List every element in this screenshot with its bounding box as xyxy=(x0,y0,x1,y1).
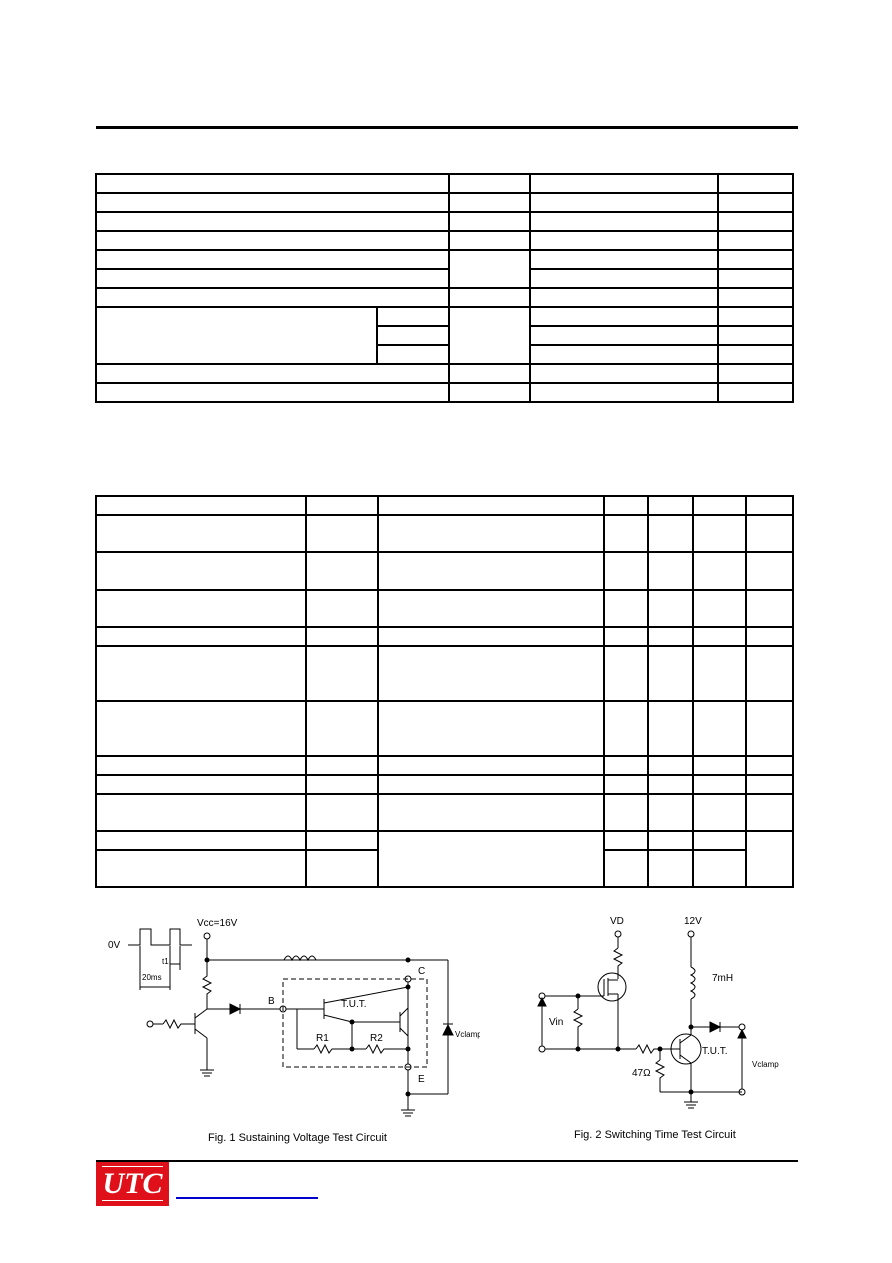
logo-stripe xyxy=(102,1166,163,1167)
table-row xyxy=(95,514,794,553)
fig1-label-width: 20ms xyxy=(142,973,162,982)
characteristics-table xyxy=(95,495,794,888)
fig1-label-vclamp: Vclamp xyxy=(455,1030,480,1039)
table-row xyxy=(95,230,794,251)
table-row xyxy=(95,700,794,757)
figure-1: 0V Vcc=16V t1 20ms B C E T.U.T. R1 R2 Vc… xyxy=(100,912,482,1152)
logo-stripe xyxy=(102,1200,163,1201)
table-row xyxy=(95,849,793,888)
table-row xyxy=(95,793,794,832)
table-row xyxy=(95,382,794,403)
fig2-label-inductor: 7mH xyxy=(712,973,733,984)
fig1-label-r1: R1 xyxy=(316,1033,329,1044)
fig2-label-tut: T.U.T. xyxy=(702,1046,728,1057)
table-row xyxy=(95,645,794,702)
table-row xyxy=(95,551,794,591)
table-row xyxy=(95,173,794,194)
table-row xyxy=(95,830,794,888)
table-row xyxy=(95,192,794,213)
header-rule xyxy=(96,126,798,129)
fig1-label-vcc: Vcc=16V xyxy=(197,918,238,929)
table-row xyxy=(95,306,794,365)
figure-1-caption: Fig. 1 Sustaining Voltage Test Circuit xyxy=(208,1132,387,1144)
fig1-label-b: B xyxy=(268,996,275,1007)
fig1-label-e: E xyxy=(418,1074,425,1085)
fig2-label-vin: Vin xyxy=(549,1017,563,1028)
table-row xyxy=(95,626,794,647)
table-row xyxy=(95,495,794,516)
logo-text: UTC xyxy=(102,1167,163,1200)
table-row xyxy=(95,211,794,232)
fig1-label-r2: R2 xyxy=(370,1033,383,1044)
utc-logo: UTC xyxy=(96,1162,169,1206)
switching-time-circuit: VD 12V 7mH Vin 47Ω T.U.T. Vclamp xyxy=(537,916,779,1109)
fig2-label-12v: 12V xyxy=(684,916,702,927)
table-row xyxy=(95,363,794,384)
figure-2: VD 12V 7mH Vin 47Ω T.U.T. Vclamp Fig. 2 … xyxy=(530,912,792,1152)
fig2-label-47ohm: 47Ω xyxy=(632,1068,651,1079)
table-row xyxy=(95,287,794,308)
fig1-label-c: C xyxy=(418,966,425,977)
footer-rule xyxy=(96,1160,798,1162)
table-row xyxy=(95,268,794,289)
ratings-table xyxy=(95,173,794,403)
footer-link-underline[interactable] xyxy=(176,1197,318,1199)
table-row xyxy=(96,344,794,365)
fig1-label-0v: 0V xyxy=(108,940,121,951)
table-row xyxy=(95,589,794,628)
fig2-label-vd: VD xyxy=(610,916,624,927)
table-row xyxy=(95,774,794,795)
table-row xyxy=(95,249,794,289)
fig1-label-t1: t1 xyxy=(162,957,169,966)
figure-2-caption: Fig. 2 Switching Time Test Circuit xyxy=(574,1129,736,1141)
fig1-label-tut: T.U.T. xyxy=(341,999,367,1010)
table-row xyxy=(95,755,794,776)
fig2-label-vclamp: Vclamp xyxy=(752,1060,779,1069)
table-row xyxy=(96,325,794,346)
sustaining-voltage-circuit: 0V Vcc=16V t1 20ms B C E T.U.T. R1 R2 Vc… xyxy=(108,918,482,1117)
